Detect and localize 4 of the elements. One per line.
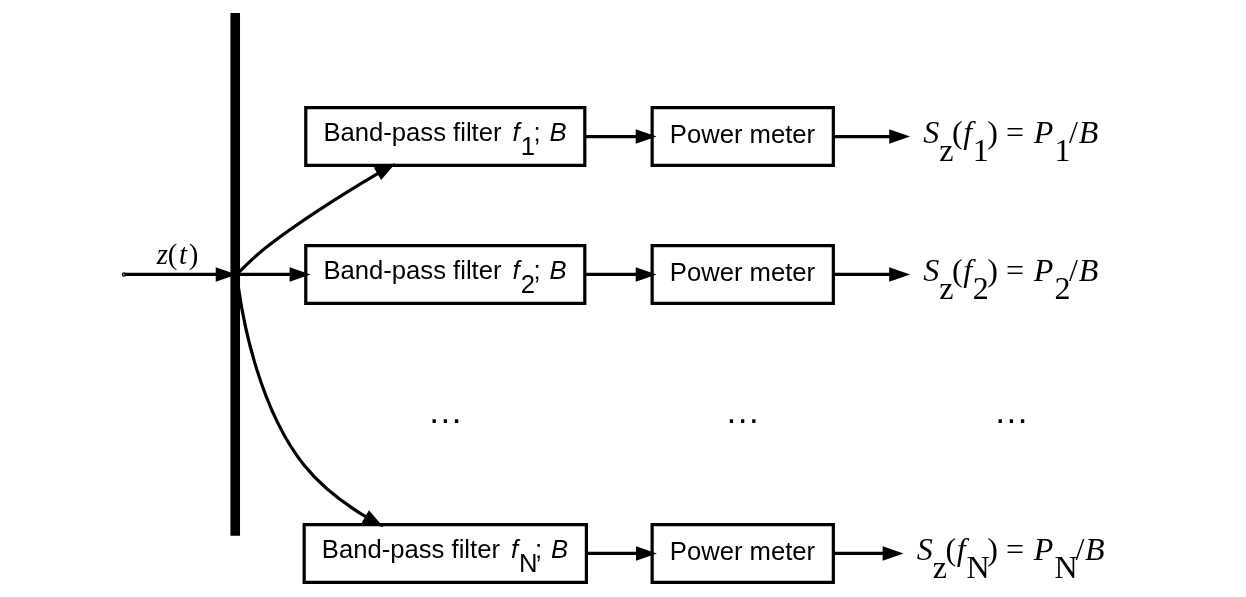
label: … [427, 390, 463, 430]
label: … [993, 390, 1029, 430]
edge-label: z(t) [156, 237, 198, 270]
label: … [724, 390, 760, 430]
